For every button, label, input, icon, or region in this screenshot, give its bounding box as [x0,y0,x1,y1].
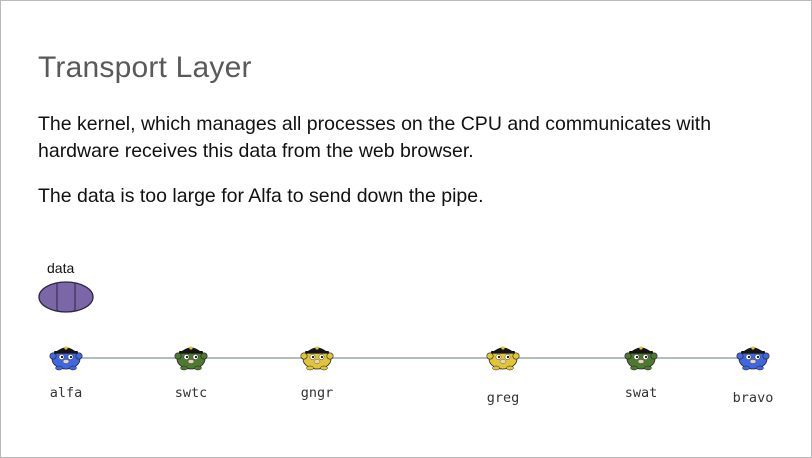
node-label-swtc: swtc [174,385,208,401]
data-packet-label: data [47,260,75,276]
yellow-gopher-icon [486,346,520,371]
paragraph-data-too-large: The data is too large for Alfa to send d… [38,185,484,207]
node-label-greg: greg [486,390,520,406]
paragraph-kernel: The kernel, which manages all processes … [38,113,712,162]
yellow-gopher-icon [300,346,334,371]
node-label-alfa: alfa [49,385,83,401]
slide-title: Transport Layer [38,51,252,84]
green-gopher-icon [624,346,658,371]
node-label-bravo: bravo [732,390,774,406]
green-gopher-icon [174,346,208,371]
blue-gopher-icon [736,346,770,371]
blue-gopher-icon [49,346,83,371]
data-packet [38,281,94,313]
node-label-swat: swat [624,385,658,401]
node-label-gngr: gngr [300,385,334,401]
